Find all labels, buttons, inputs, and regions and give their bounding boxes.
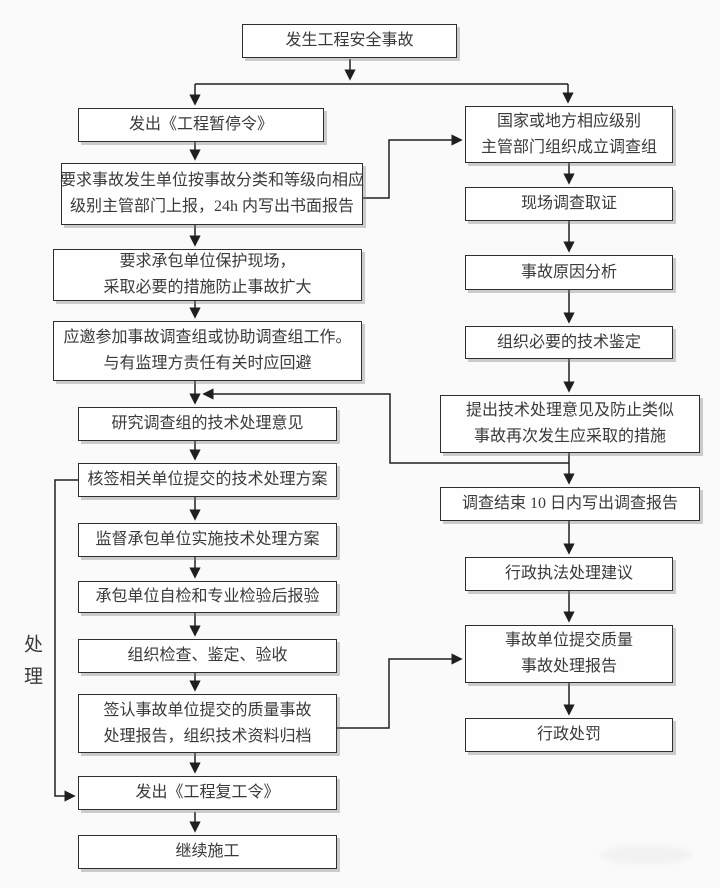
node-label: 调查结束 10 日内写出调查报告 [461,495,678,513]
node-join-investigation-team: 应邀参加事故调查组或协助调查组工作。 与有监理方责任有关时应回避 [53,321,362,381]
node-continue-construction: 继续施工 [78,835,337,869]
node-countersign-technical-plan: 核签相关单位提交的技术处理方案 [78,463,337,497]
process-side-label: 处理 [21,634,42,698]
node-label: 继续施工 [175,843,240,861]
node-label: 现场调查取证 [520,195,617,213]
node-contractor-self-inspection: 承包单位自检和专业检验后报验 [78,581,337,613]
node-supervise-implementation: 监督承包单位实施技术处理方案 [78,523,337,557]
node-label: 事故处理报告 [520,658,617,675]
node-label: 监督承包单位实施技术处理方案 [95,531,320,549]
connector-report-to-investigation-team [363,134,463,199]
node-label: 发出《工程暂停令》 [128,116,273,134]
node-administrative-penalty: 行政处罚 [465,718,673,752]
watermark-blob [600,845,692,865]
node-protect-site: 要求承包单位保护现场， 采取必要的措施防止事故扩大 [53,249,362,301]
node-sign-accident-report-archive: 签认事故单位提交的质量事故 处理报告，组织技术资料归档 [78,694,337,753]
node-report-to-authority-24h: 要求事故发生单位按事故分类和等级向相应 级别主管部门上报，24h 内写出书面报告 [60,163,365,225]
node-label: 事故原因分析 [520,263,617,281]
node-label: 承包单位自检和专业检验后报验 [95,588,320,606]
node-study-technical-opinions: 研究调查组的技术处理意见 [78,407,337,441]
connector-countersign-to-resume-order [54,479,78,802]
node-label: 行政处罚 [536,726,601,744]
node-issue-resume-work-order: 发出《工程复工令》 [78,776,337,810]
node-label: 行政执法处理建议 [504,565,633,583]
node-propose-technical-opinions: 提出技术处理意见及防止类似 事故再次发生应采取的措施 [440,395,700,453]
node-label: 组织检查、鉴定、验收 [127,647,288,665]
connector-sign-report-to-submit-report [337,653,463,729]
node-label: 事故再次发生应采取的措施 [473,428,666,445]
node-label: 事故单位提交质量 [504,632,633,650]
node-law-enforcement-suggestion: 行政执法处理建议 [465,557,673,591]
node-issue-stop-work-order: 发出《工程暂停令》 [78,108,324,142]
connector-opinions-to-study [202,388,569,464]
node-label: 应邀参加事故调查组或协助调查组工作。 [63,329,352,347]
node-cause-analysis: 事故原因分析 [465,255,673,290]
node-label: 采取必要的措施防止事故扩大 [103,279,312,296]
node-label: 签认事故单位提交的质量事故 [103,701,312,719]
node-label: 组织必要的技术鉴定 [496,333,641,351]
node-label: 研究调查组的技术处理意见 [111,415,304,433]
node-label: 国家或地方相应级别 [496,112,641,130]
node-investigation-report-10days: 调查结束 10 日内写出调查报告 [440,487,700,521]
node-label: 处理报告，组织技术资料归档 [103,727,312,745]
node-label: 要求事故发生单位按事故分类和等级向相应 [60,172,365,190]
node-label: 发出《工程复工令》 [135,784,280,802]
node-site-investigation: 现场调查取证 [465,187,673,221]
node-technical-appraisal: 组织必要的技术鉴定 [465,326,673,359]
node-label: 核签相关单位提交的技术处理方案 [87,471,328,489]
node-label: 级别主管部门上报，24h 内写出书面报告 [69,198,354,215]
node-label: 发生工程安全事故 [285,32,414,50]
node-accident-unit-submit-report: 事故单位提交质量 事故处理报告 [465,625,673,683]
node-label: 要求承包单位保护现场， [119,253,296,271]
node-label: 主管部门组织成立调查组 [480,138,657,156]
node-label: 提出技术处理意见及防止类似 [465,402,674,420]
node-accident-occurs: 发生工程安全事故 [242,24,457,58]
node-authority-form-investigation-team: 国家或地方相应级别 主管部门组织成立调查组 [465,106,673,163]
node-label: 与有监理方责任有关时应回避 [103,355,312,372]
node-organize-inspection-acceptance: 组织检查、鉴定、验收 [78,639,337,673]
